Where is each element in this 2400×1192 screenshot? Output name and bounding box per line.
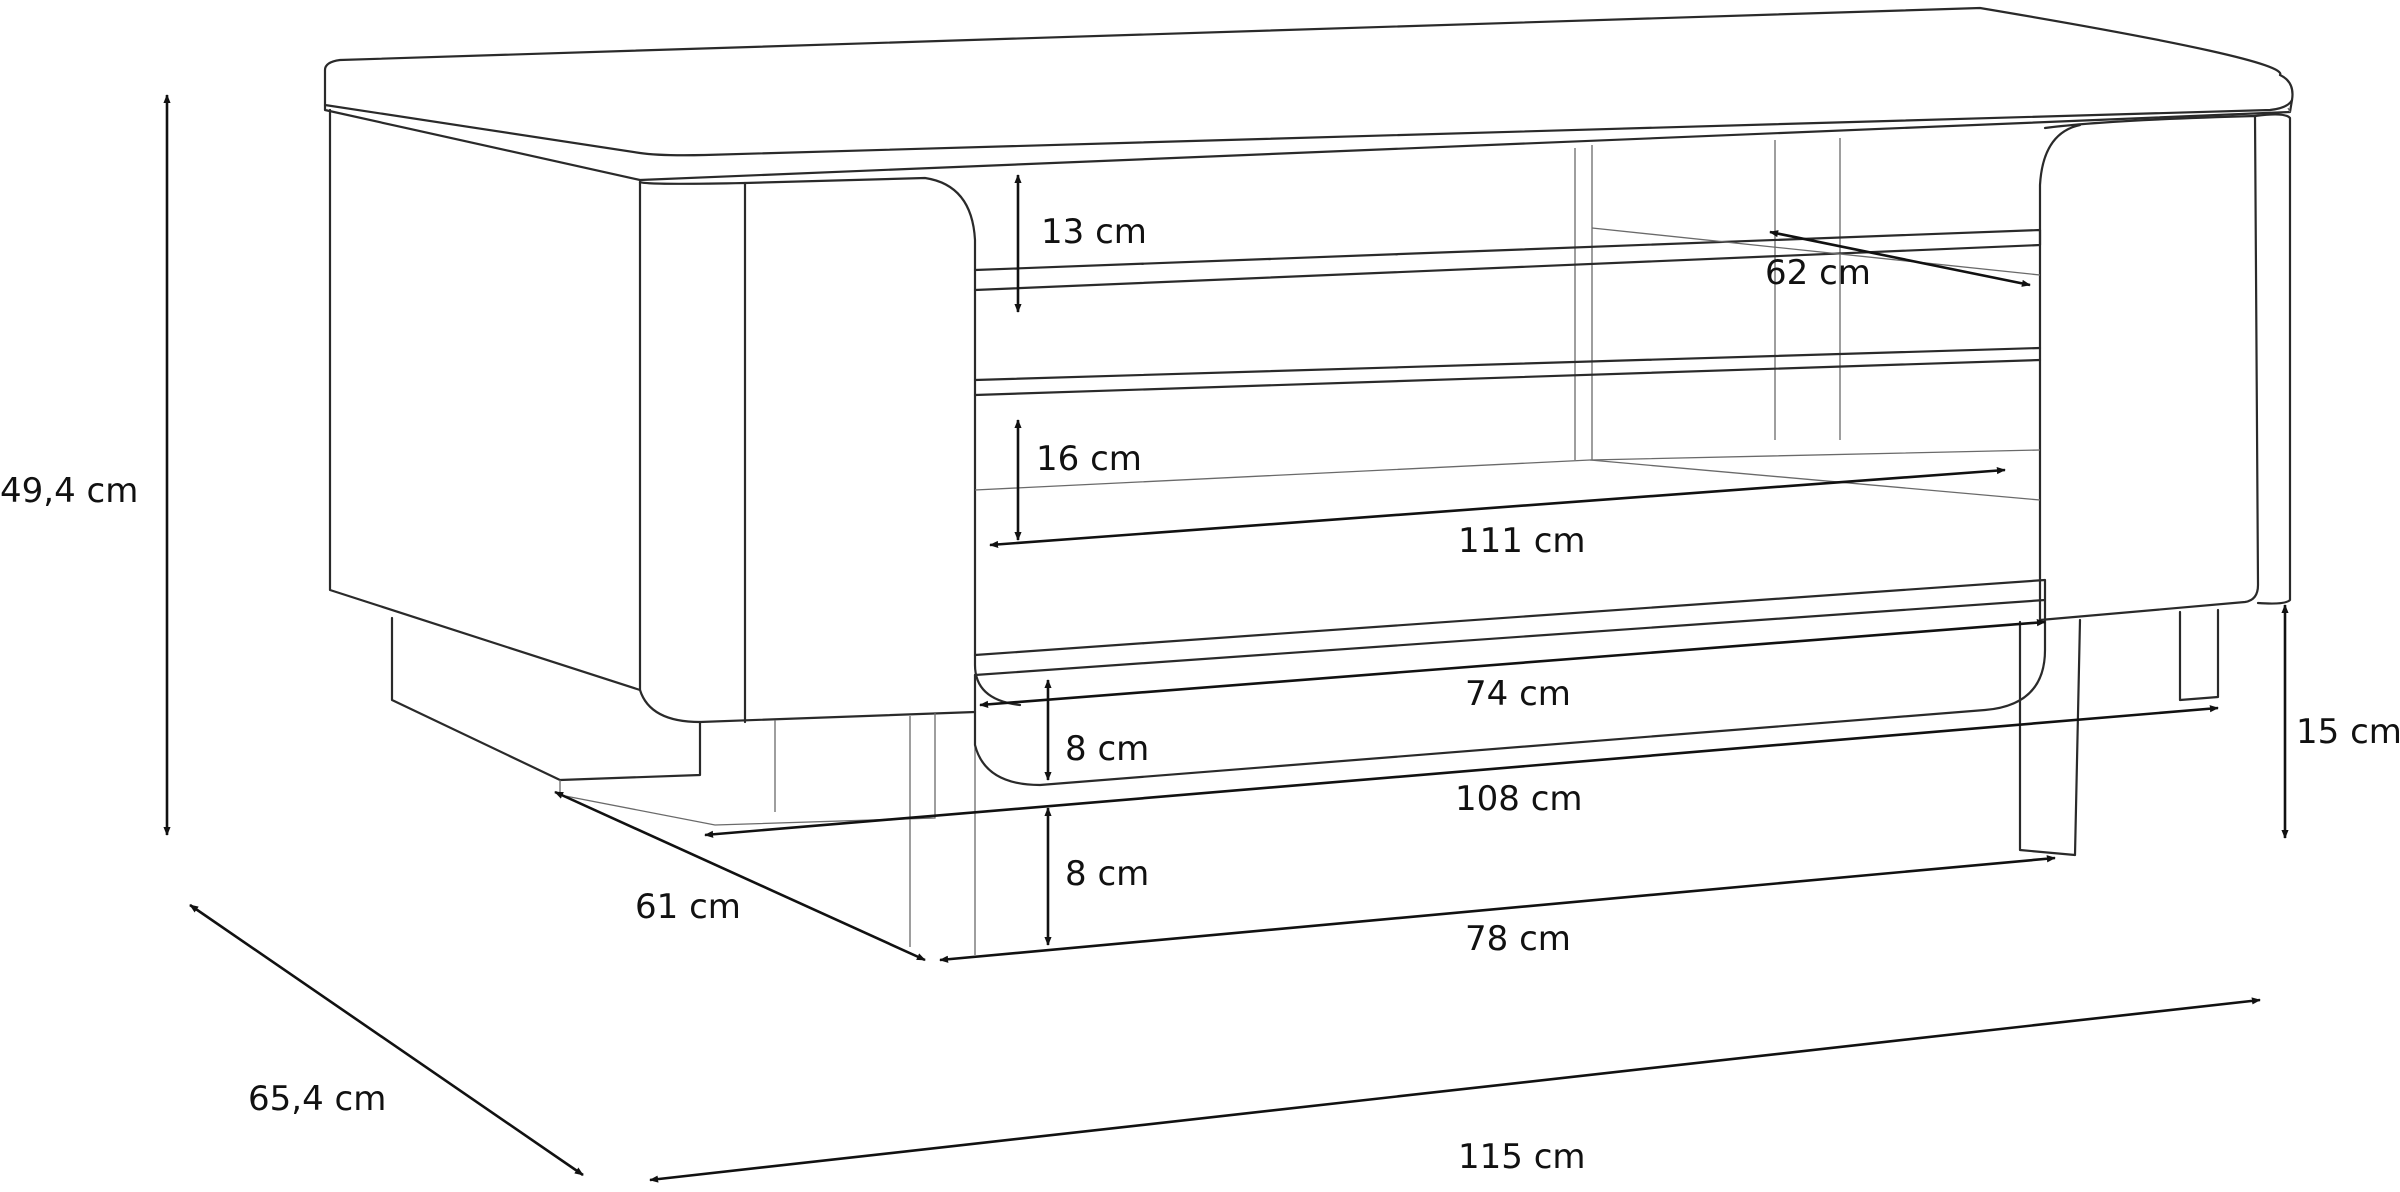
table-outline: [323, 6, 2294, 955]
left-panel-front: [638, 176, 1022, 707]
label-total-height: 49,4 cm: [0, 471, 138, 511]
label-middle-opening: 16 cm: [1036, 439, 1142, 479]
upper-shelf: [973, 228, 2042, 292]
dim-arrow-shelf-depth: [1769, 230, 2031, 287]
dim-arrow-base-width: [704, 705, 2219, 838]
right-panel-front: [2038, 114, 2260, 622]
dimension-arrows: [163, 94, 2289, 1183]
label-base-inner-width: 78 cm: [1465, 919, 1571, 959]
right-back-leg: [2178, 608, 2220, 702]
drawer: [973, 578, 2047, 677]
label-base-depth: 61 cm: [635, 887, 741, 927]
right-panel-side: [2253, 113, 2292, 605]
dim-arrow-depth: [189, 903, 584, 1177]
dim-arrow-drawer-width: [979, 619, 2046, 708]
left-panel-side: [328, 108, 642, 692]
label-drawer-height: 8 cm: [1065, 729, 1149, 769]
table-top-edge: [323, 98, 2294, 182]
label-base-gap: 8 cm: [1065, 854, 1149, 894]
label-leg-height: 15 cm: [2296, 712, 2400, 752]
left-plinth: [390, 616, 702, 782]
label-drawer-width: 74 cm: [1465, 674, 1571, 714]
dim-arrow-shelf-width: [989, 467, 2006, 548]
table-top: [323, 6, 2294, 157]
label-width: 115 cm: [1458, 1137, 1586, 1177]
left-panel-bottom: [638, 688, 977, 724]
label-base-width: 108 cm: [1455, 779, 1583, 819]
dim-arrow-base-inner-width: [939, 855, 2056, 963]
label-shelf-width: 111 cm: [1458, 521, 1586, 561]
right-leg: [2018, 618, 2082, 857]
dim-arrow-base-depth: [554, 790, 926, 962]
dim-arrow-width: [649, 997, 2261, 1183]
dimension-labels: 49,4 cm 65,4 cm 115 cm 15 cm 13 cm 62 cm…: [0, 212, 2400, 1177]
label-shelf-depth: 62 cm: [1765, 253, 1871, 293]
label-depth: 65,4 cm: [248, 1079, 386, 1119]
lower-shelf: [973, 346, 2042, 397]
label-top-opening: 13 cm: [1041, 212, 1147, 252]
